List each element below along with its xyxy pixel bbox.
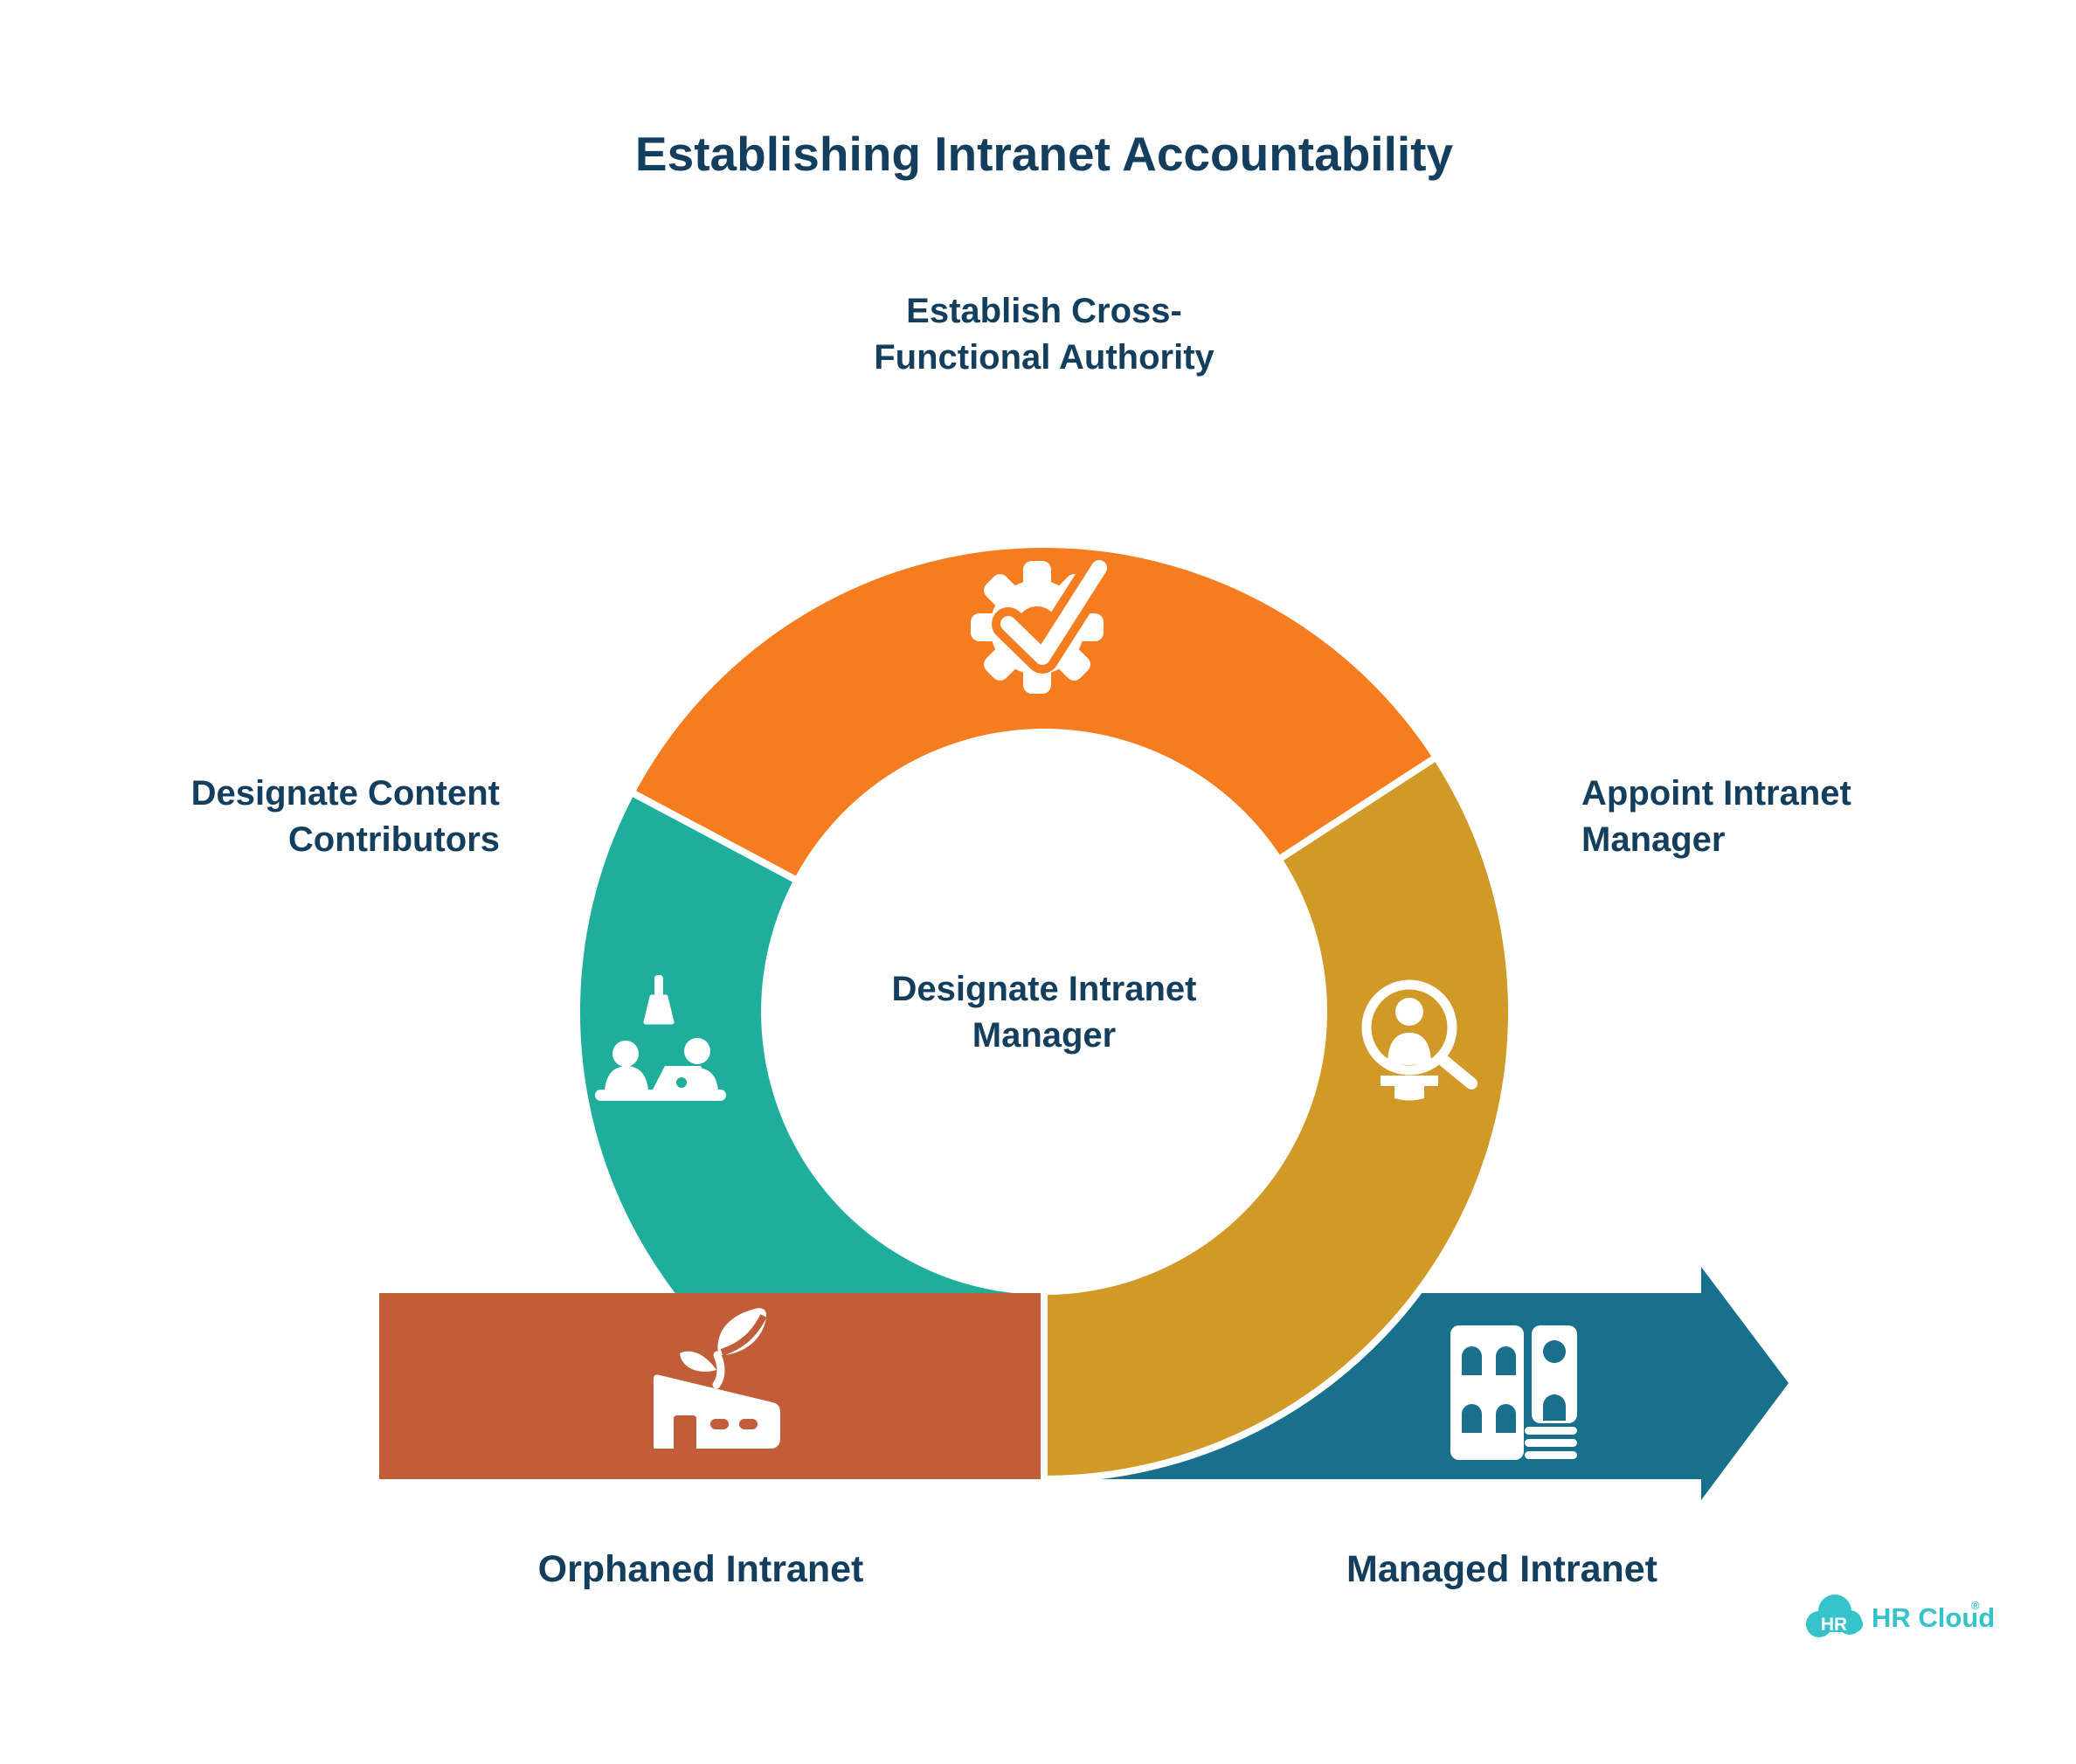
label-line: Establish Cross- xyxy=(906,292,1182,330)
label-designate-intranet-manager: Designate Intranet Manager xyxy=(0,966,2076,1059)
label-line: Designate Intranet xyxy=(891,970,1197,1008)
ring-segment-cross-functional xyxy=(626,540,1442,886)
logo-registered-mark: ® xyxy=(1971,1599,1980,1612)
label-appoint-intranet-manager: Appoint Intranet Manager xyxy=(1581,771,1851,863)
hr-cloud-logo: HR HR Cloud ® xyxy=(1806,1595,1995,1637)
label-line: Contributors xyxy=(287,820,500,859)
office-building-icon xyxy=(1450,1325,1577,1460)
label-orphaned-intranet: Orphaned Intranet xyxy=(537,1548,864,1590)
label-line: Manager xyxy=(1581,820,1726,859)
label-designate-content-contributors: Designate Content Contributors xyxy=(0,771,500,863)
label-managed-intranet: Managed Intranet xyxy=(1346,1548,1657,1590)
label-line: Functional Authority xyxy=(874,338,1214,377)
magnifier-person-icon xyxy=(1361,979,1477,1101)
logo-badge-text: HR xyxy=(1821,1615,1847,1635)
label-line: Designate Content xyxy=(190,774,500,813)
label-line: Manager xyxy=(972,1016,1117,1055)
content-contributors-desk-icon xyxy=(595,975,726,1101)
label-line: Appoint Intranet xyxy=(1581,774,1851,813)
ring-segment-appoint-manager xyxy=(1041,752,1516,1484)
factory-sprout-icon xyxy=(654,1308,780,1449)
label-establish-cross-functional-authority: Establish Cross- Functional Authority xyxy=(0,288,2076,381)
cloud-icon xyxy=(1806,1595,1863,1637)
logo-brand-text: HR Cloud xyxy=(1872,1602,1995,1633)
page-title: Establishing Intranet Accountability xyxy=(634,127,1454,181)
gear-check-icon xyxy=(971,551,1116,694)
orphaned-intranet-bar xyxy=(379,1293,1041,1479)
